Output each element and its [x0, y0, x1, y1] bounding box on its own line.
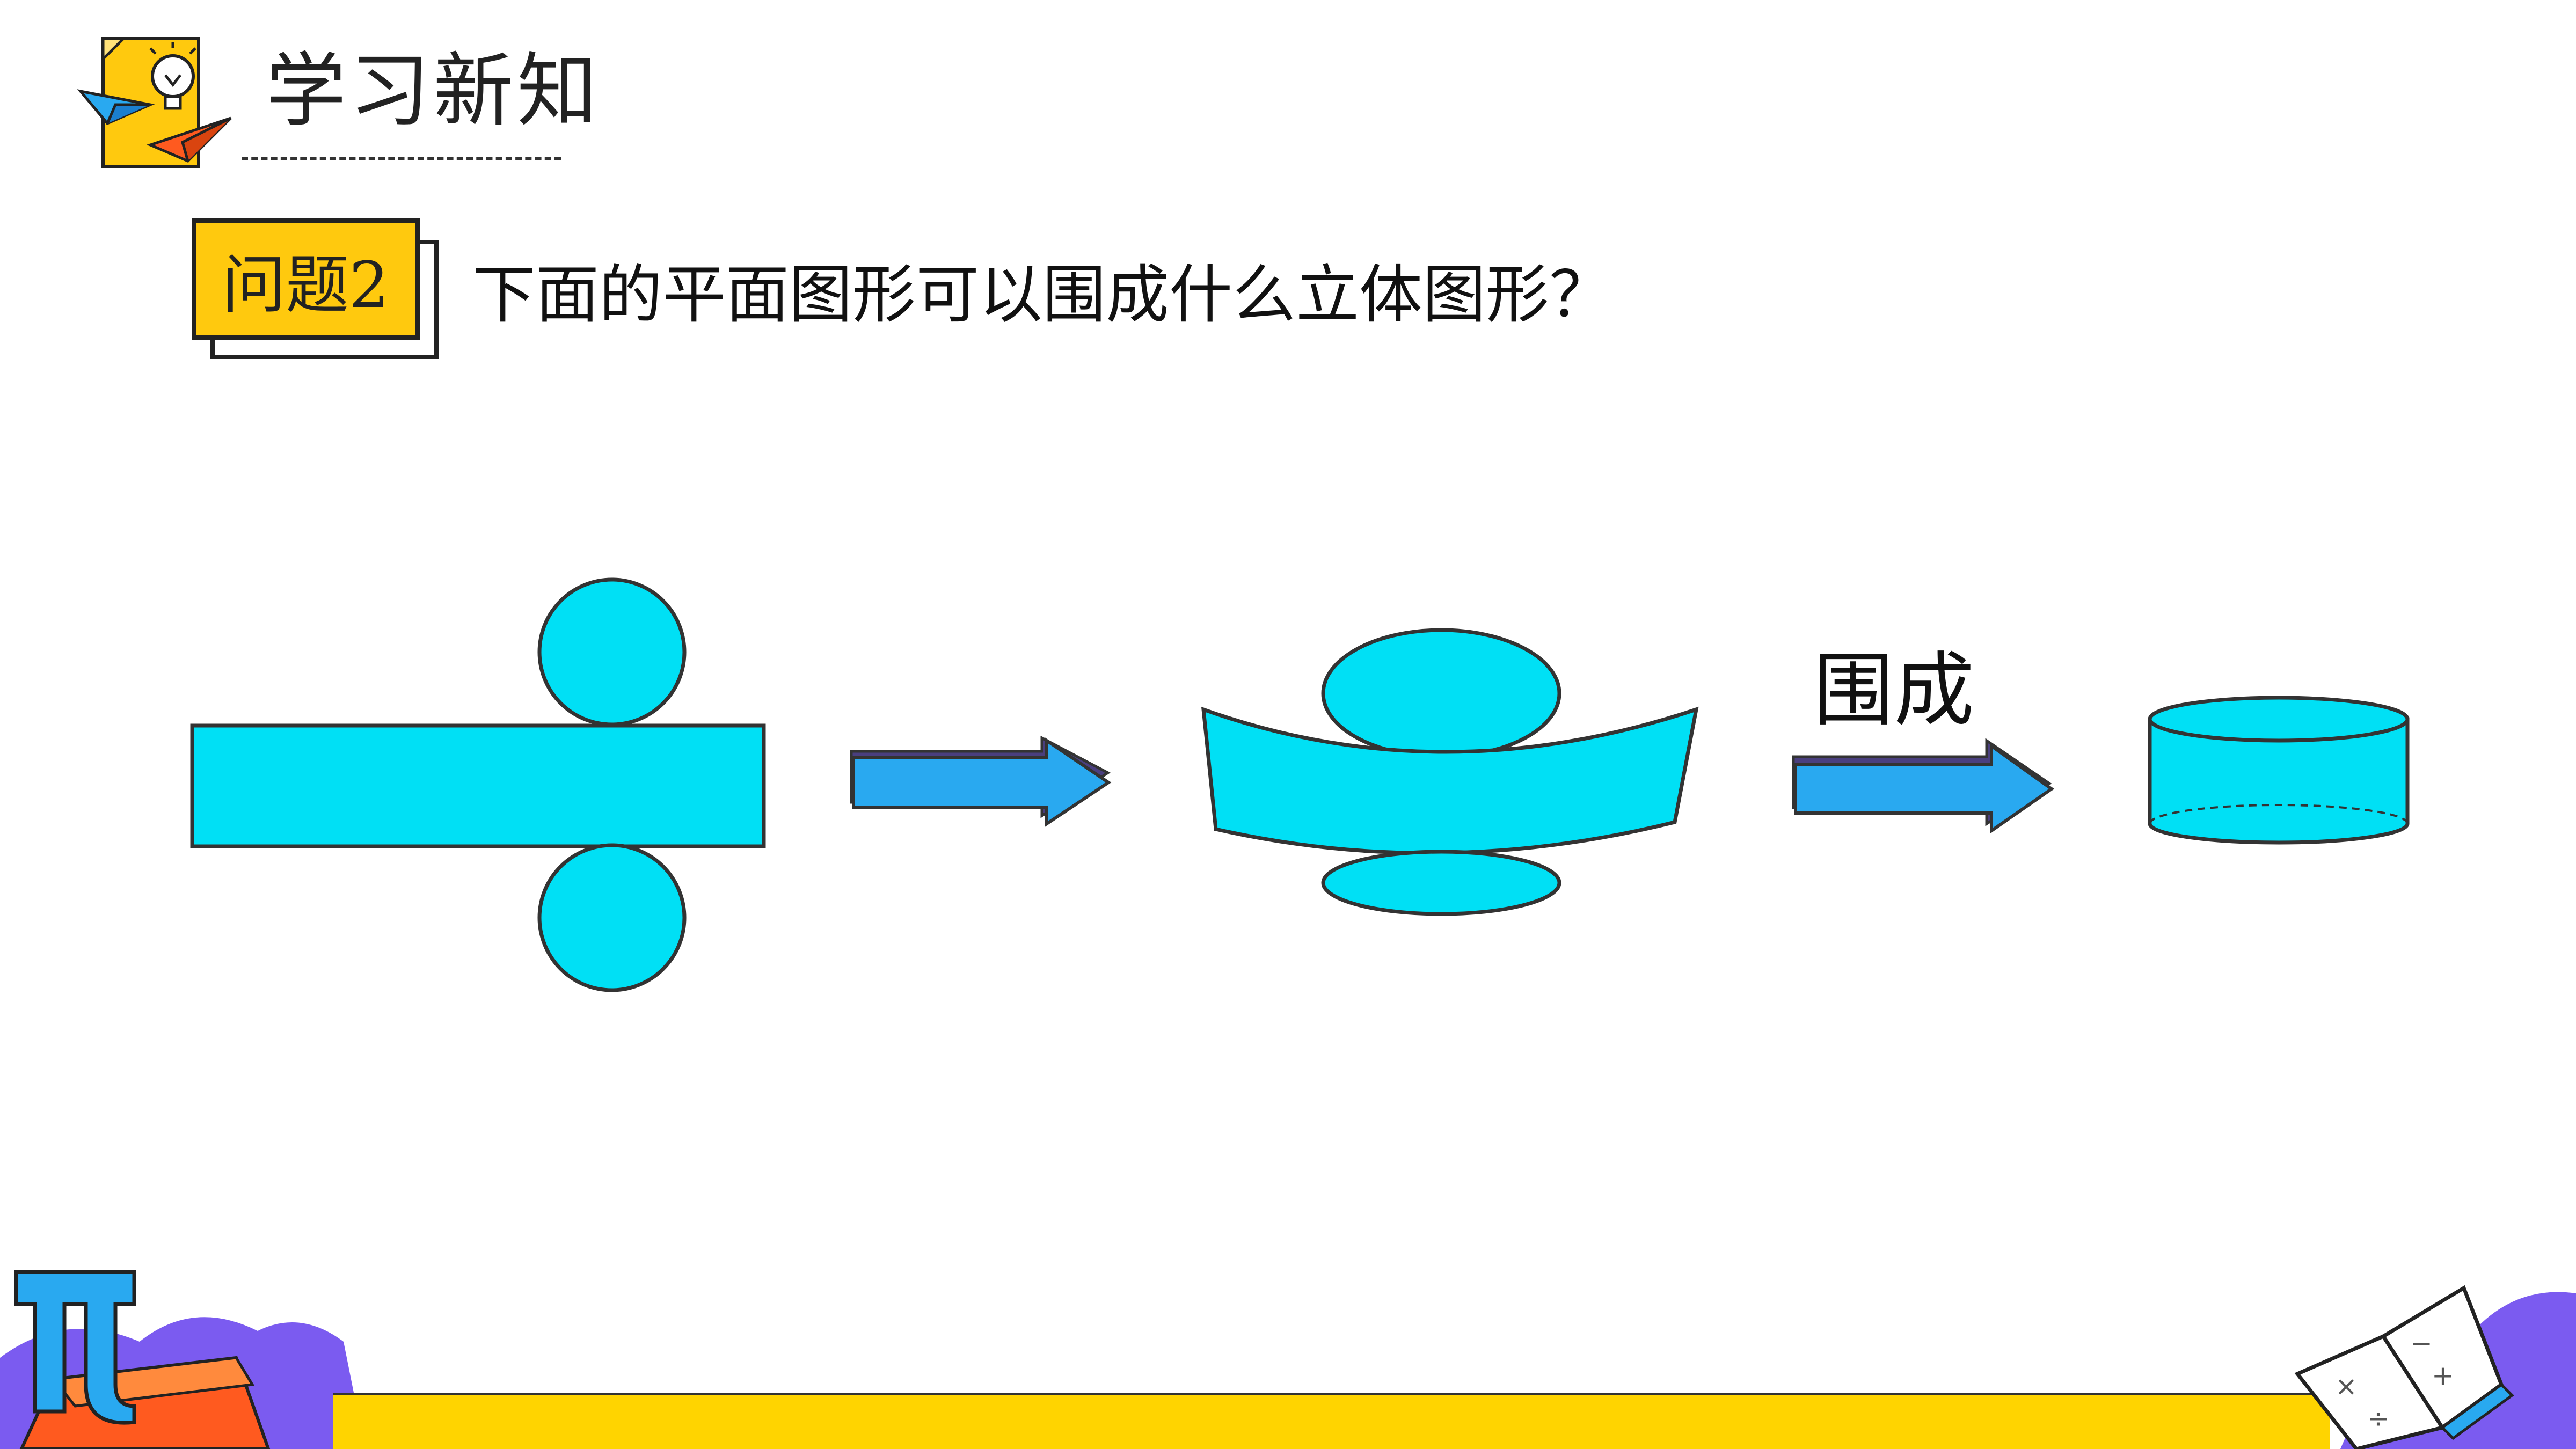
flat-net — [190, 577, 766, 992]
cylinder — [2148, 696, 2410, 845]
math-book-icon: × ÷ − + — [2294, 1285, 2514, 1449]
svg-text:−: − — [2410, 1328, 2433, 1359]
bottom-bar — [333, 1395, 2330, 1449]
bottom-bar-outline — [333, 1393, 2330, 1396]
question-badge: 问题2 — [192, 218, 420, 340]
bottom-left-decoration — [0, 1270, 365, 1449]
title-underline — [242, 157, 561, 160]
cylinder-top — [2148, 696, 2410, 743]
svg-text:÷: ÷ — [2367, 1403, 2390, 1434]
net-bottom-circle — [537, 843, 687, 992]
svg-text:+: + — [2432, 1360, 2454, 1391]
lightbulb-note-icon — [77, 37, 232, 168]
pi-symbol-icon — [14, 1270, 136, 1425]
arrow-2 — [1792, 738, 2055, 834]
bending-top-ellipse — [1321, 628, 1561, 759]
bottom-right-decoration: × ÷ − + — [2294, 1285, 2576, 1449]
svg-text:×: × — [2335, 1371, 2358, 1402]
arrow-1 — [850, 735, 1112, 827]
page-title: 学习新知 — [266, 45, 601, 138]
bending-sheet — [1201, 706, 1699, 855]
bending-net — [1201, 628, 1699, 916]
net-top-circle — [537, 577, 687, 727]
arrow-label: 围成 — [1813, 644, 1975, 737]
net-rectangle — [190, 723, 766, 848]
question-text: 下面的平面图形可以围成什么立体图形？ — [472, 258, 1613, 332]
bending-bottom-ellipse — [1321, 850, 1561, 916]
